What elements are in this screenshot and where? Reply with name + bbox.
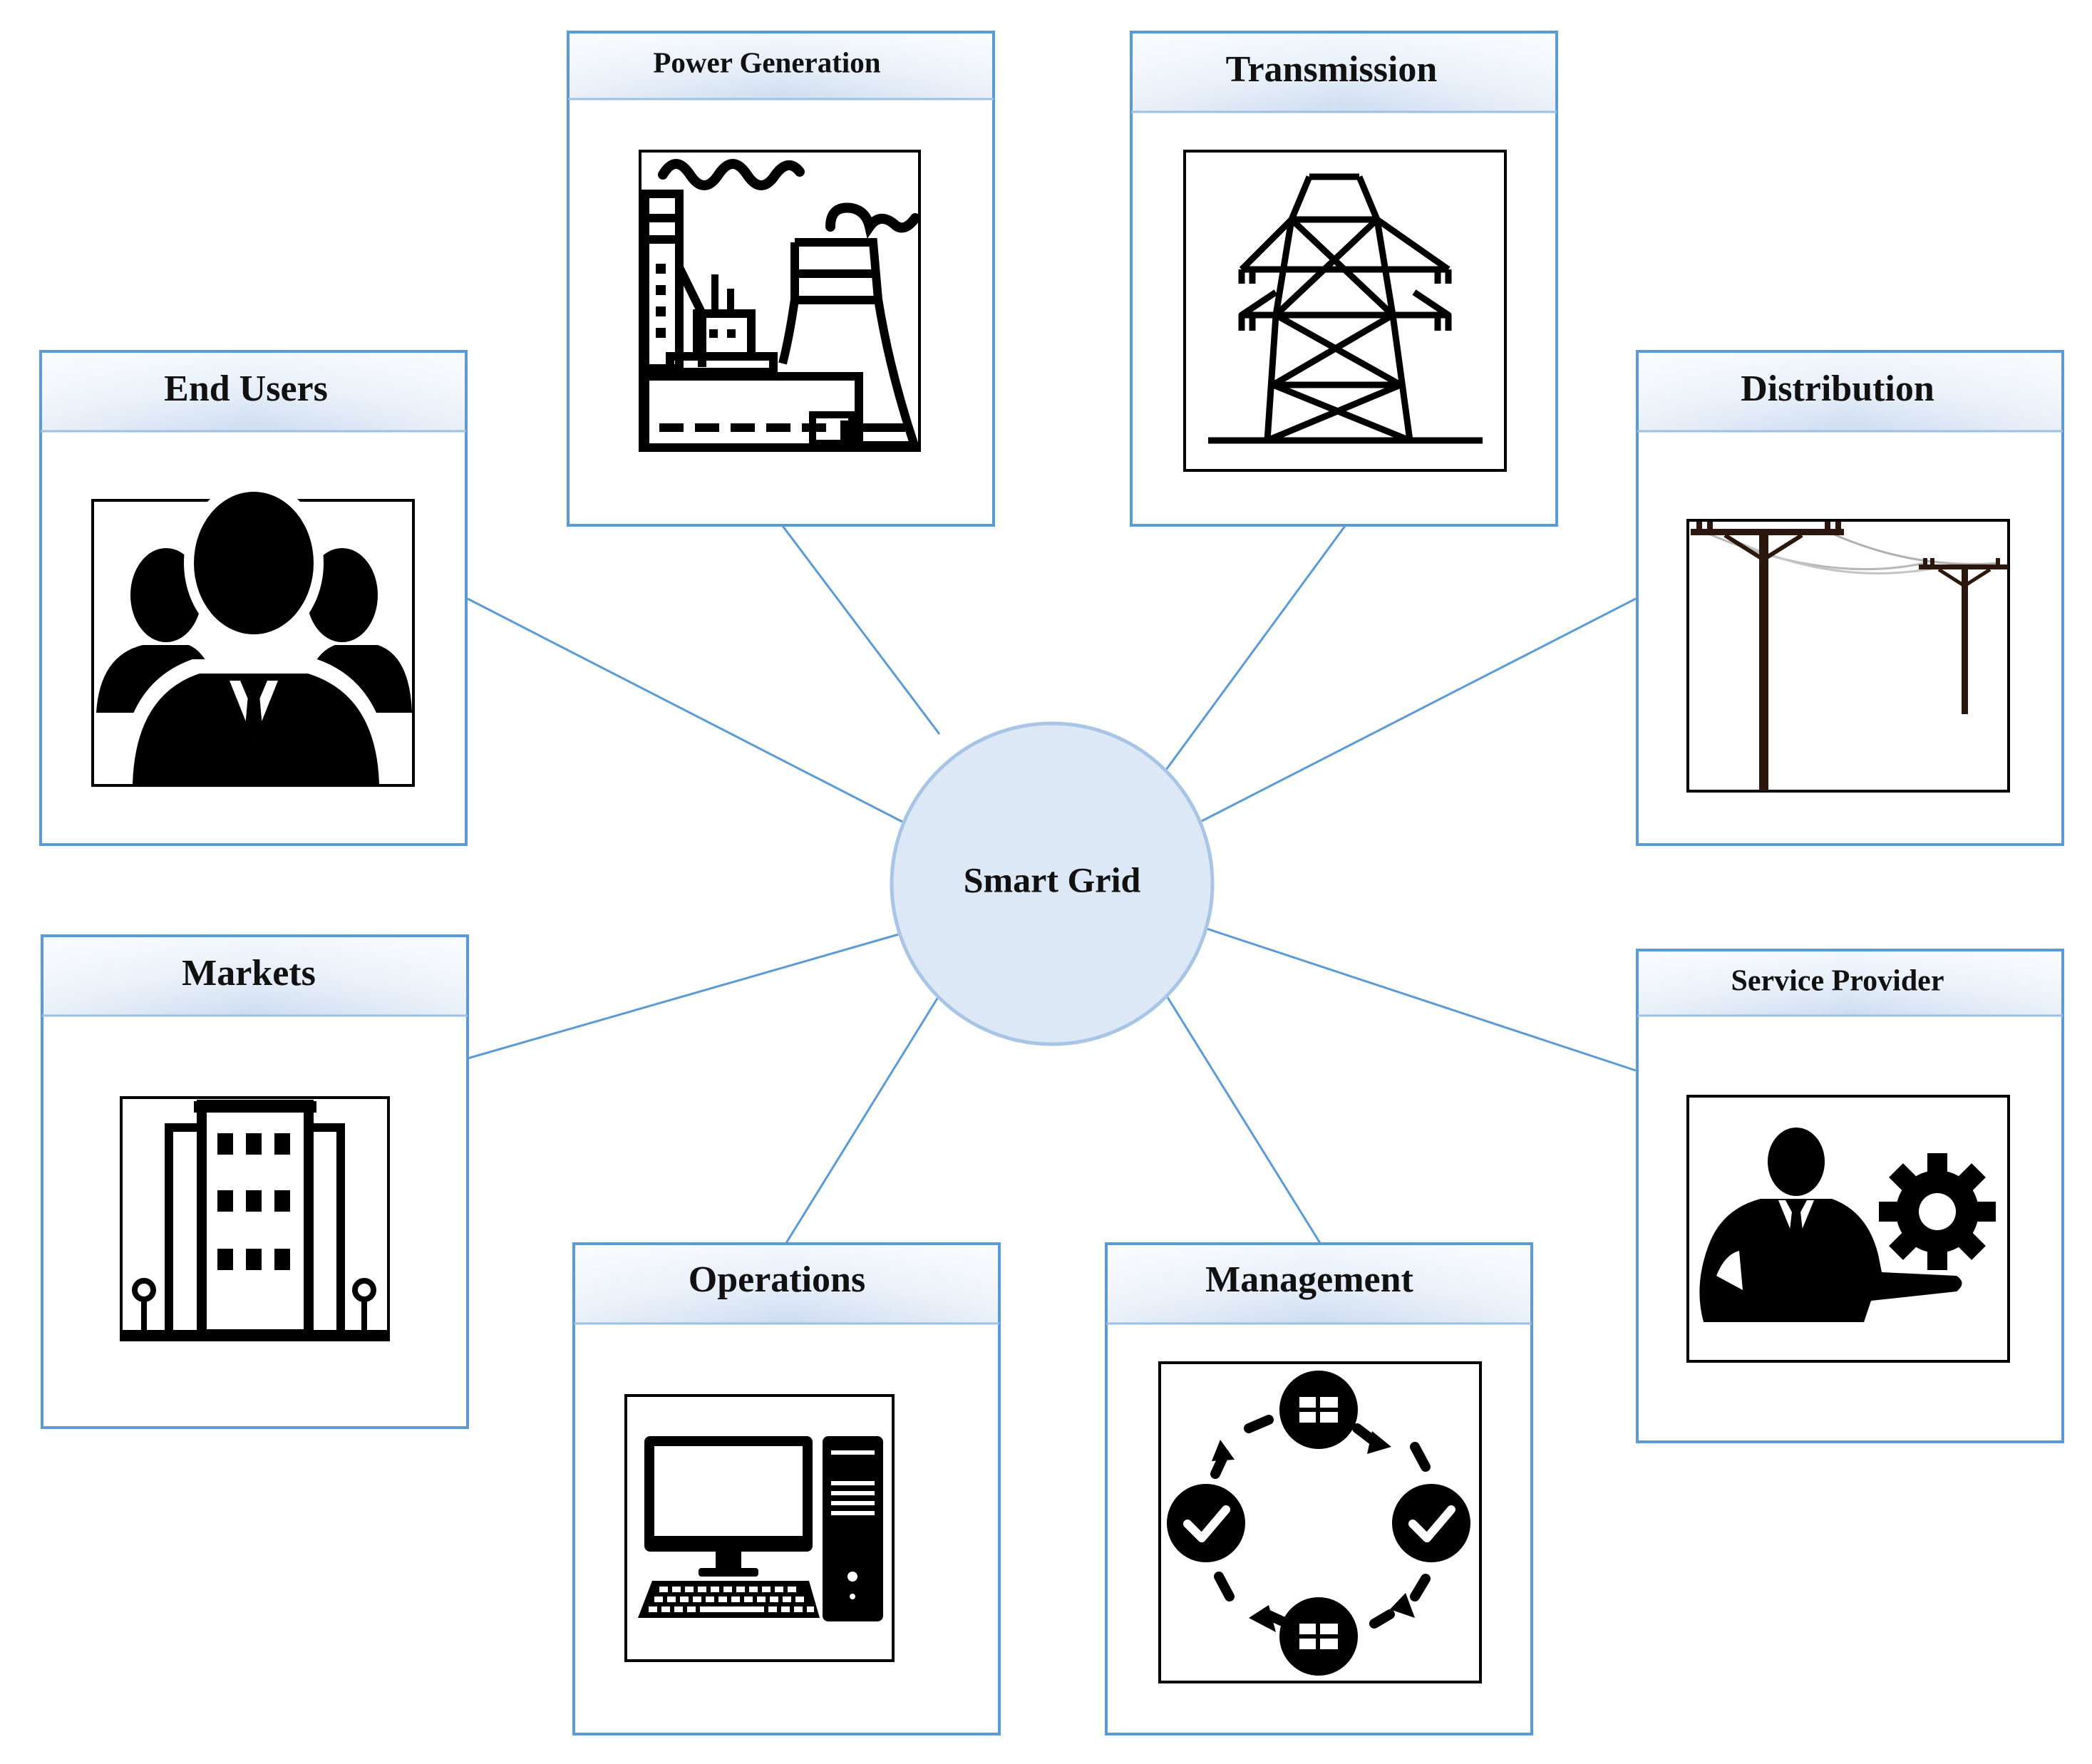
node-operations: Operations <box>572 1242 1001 1735</box>
transmission-tower-icon <box>1208 173 1483 444</box>
node-label-management: Management <box>1205 1259 1413 1300</box>
service-person-gear-icon <box>1699 1128 1996 1322</box>
node-label-power-generation: Power Generation <box>653 46 880 78</box>
center-node: Smart Grid <box>890 721 1215 1046</box>
connector-management <box>1165 994 1321 1244</box>
power-plant-icon <box>641 159 921 452</box>
management-cycle-icon <box>1167 1371 1470 1676</box>
utility-poles-icon <box>1691 522 2009 791</box>
office-building-icon <box>121 1100 388 1340</box>
connector-power-generation <box>781 525 941 735</box>
connector-markets <box>467 932 902 1060</box>
node-label-transmission: Transmission <box>1226 49 1438 90</box>
node-label-distribution: Distribution <box>1741 368 1934 409</box>
node-transmission: Transmission <box>1130 31 1558 527</box>
node-label-operations: Operations <box>689 1259 865 1300</box>
connector-transmission <box>1165 525 1346 770</box>
node-management: Management <box>1105 1242 1533 1735</box>
node-markets: Markets <box>41 934 469 1429</box>
center-label: Smart Grid <box>964 860 1141 899</box>
node-label-service-provider: Service Provider <box>1731 965 1944 998</box>
connector-distribution <box>1201 597 1637 822</box>
node-label-markets: Markets <box>182 953 316 994</box>
connector-end-users <box>467 597 905 824</box>
connector-service-provider <box>1204 927 1637 1072</box>
center-circle <box>890 721 1215 1046</box>
node-service-provider: Service Provider <box>1636 949 2064 1443</box>
node-power-generation: Power Generation <box>567 31 995 527</box>
node-end-users: End Users <box>39 350 468 846</box>
node-label-end-users: End Users <box>164 368 328 409</box>
node-distribution: Distribution <box>1636 350 2064 846</box>
connector-operations <box>785 994 941 1244</box>
connectors <box>467 525 1637 1244</box>
users-group-icon <box>96 481 412 784</box>
desktop-computer-icon <box>638 1436 883 1621</box>
